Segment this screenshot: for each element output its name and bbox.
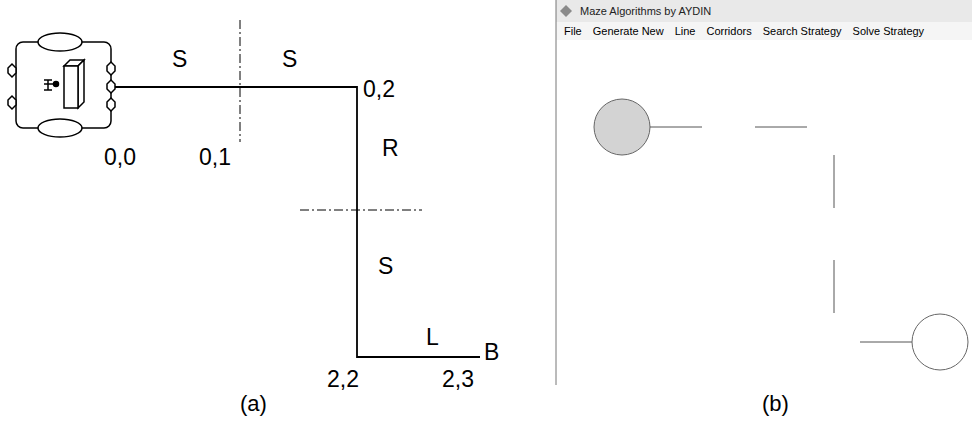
coordinate-label: 2,3 <box>442 368 474 391</box>
menu-item: File <box>564 26 582 37</box>
cell-divider <box>240 20 241 142</box>
coordinate-label: 0,0 <box>104 146 136 169</box>
segment-label: S <box>282 48 297 71</box>
goal-label: B <box>484 341 499 364</box>
coordinate-label: 2,2 <box>327 368 359 391</box>
window-border <box>556 0 557 385</box>
robot-drawing <box>8 33 115 137</box>
coordinate-label: 0,1 <box>199 146 231 169</box>
segment-label: S <box>172 48 187 71</box>
cell-divider <box>300 210 422 211</box>
coordinate-label: 0,2 <box>363 78 395 101</box>
robot-path <box>115 87 480 357</box>
maze-screen <box>594 99 968 370</box>
menu-item: Line <box>675 26 696 37</box>
menu-item: Corridors <box>706 26 751 37</box>
title-bar <box>556 0 972 22</box>
segment-label: R <box>382 137 399 160</box>
panel-label: (b) <box>762 393 789 415</box>
menu-item: Search Strategy <box>763 26 842 37</box>
menu-bar <box>556 22 972 40</box>
segment-label: S <box>378 255 393 278</box>
app-icon <box>560 5 572 17</box>
menu-item: Generate New <box>593 26 664 37</box>
panel-label: (a) <box>240 393 267 415</box>
segment-label: L <box>426 326 439 349</box>
menu-item: Solve Strategy <box>853 26 925 37</box>
window-title: Maze Algorithms by AYDIN <box>580 6 711 17</box>
